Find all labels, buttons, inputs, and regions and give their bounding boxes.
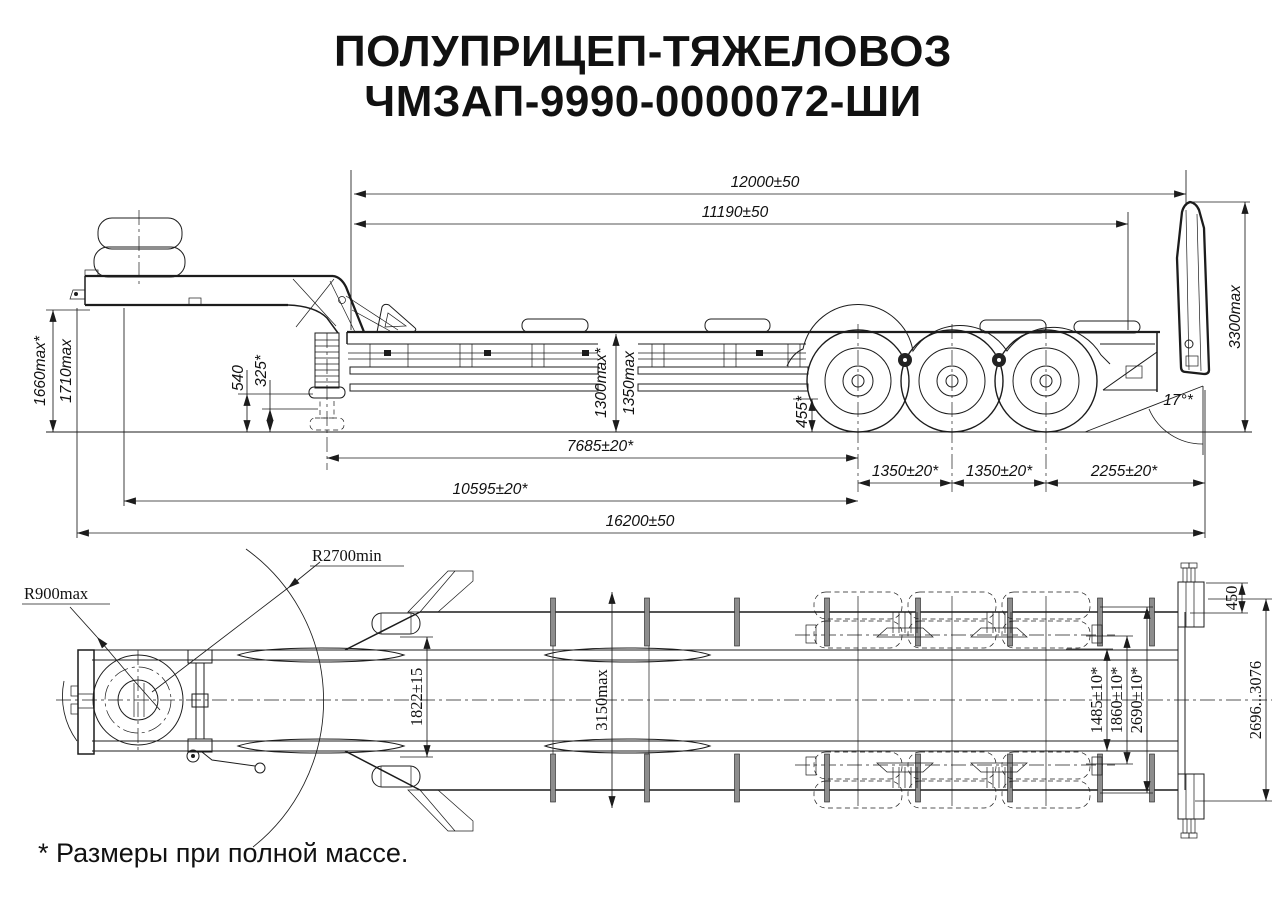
dim-bracket-offset-label: 450	[1222, 586, 1241, 611]
dim-leg-stroke-label: 540	[230, 365, 247, 391]
plan-view: R2700min R900max 1822±15 3150max 1485±10…	[22, 546, 1272, 848]
title-block: ПОЛУПРИЦЕП-ТЯЖЕЛОВОЗ ЧМЗАП-9990-0000072-…	[334, 27, 952, 126]
deck-frame	[346, 303, 1160, 392]
dim-deck-height-laden-label: 1300max*	[593, 347, 610, 418]
rear-brackets	[1177, 562, 1205, 839]
dim-overall-length-label: 16200±50	[606, 513, 675, 530]
gooseneck	[69, 269, 399, 334]
radius-annotations: R2700min R900max	[22, 546, 404, 848]
landing-gear-plan	[186, 649, 266, 774]
kingpin	[92, 654, 184, 746]
dim-frame-clearance-label: 455*	[794, 395, 811, 428]
dim-axle-rear-label: 2255±20*	[1090, 463, 1158, 480]
footnote: * Размеры при полной массе.	[38, 838, 408, 868]
dim-ramp-angle-label: 17°*	[1163, 392, 1193, 409]
title-line1: ПОЛУПРИЦЕП-ТЯЖЕЛОВОЗ	[334, 27, 952, 76]
dim-overall-width-label: 3150max	[592, 669, 611, 731]
dim-axle-spacing2-label: 1350±20*	[966, 463, 1033, 480]
wheel-2	[900, 324, 1004, 492]
dim-top-overall-label: 12000±50	[731, 174, 800, 191]
side-view: 12000±50 11190±50 1660max* 1710max 540 3…	[32, 170, 1252, 538]
dim-leg-clearance-label: 325*	[253, 354, 270, 387]
dim-height-max-label: 1710max	[58, 338, 75, 403]
axles-tires	[805, 591, 1103, 809]
dim-height-min-label: 1660max*	[32, 335, 49, 406]
dim-frame-width-label: 2690±10*	[1127, 667, 1146, 734]
tires-dashed	[813, 591, 1091, 809]
dim-axle-spacing1-label: 1350±20*	[872, 463, 939, 480]
rear-ramp	[1084, 200, 1211, 455]
landing-leg	[308, 332, 346, 470]
dim-axle-track-label: 1860±10*	[1107, 667, 1126, 734]
wheel-3	[994, 324, 1098, 492]
dim-rear-width-range-label: 2696...3076	[1246, 661, 1265, 739]
dim-leg-track-label: 1822±15	[407, 668, 426, 727]
dim-ramp-height-label: 3300max	[1227, 284, 1244, 349]
dim-deck-height-label: 1350max	[621, 350, 638, 415]
plan-frame	[70, 570, 1186, 832]
side-dimensions: 12000±50 11190±50 1660max* 1710max 540 3…	[32, 170, 1250, 538]
dim-front-radius-label: R900max	[24, 584, 89, 603]
plan-dimensions: 1822±15 3150max 1485±10* 1860±10* 2690±1…	[400, 582, 1272, 808]
spare-tires	[93, 210, 186, 286]
dim-spring-track-label: 1485±10*	[1087, 667, 1106, 734]
dim-turning-radius-label: R2700min	[312, 546, 382, 565]
dim-front-axle-label: 10595±20*	[453, 481, 529, 498]
dim-kingpin-axle-label: 7685±20*	[567, 438, 634, 455]
bogie-wheels	[786, 304, 1111, 492]
suspension	[805, 612, 1103, 788]
wheel-1	[806, 324, 910, 492]
dim-top-deck-label: 11190±50	[702, 204, 769, 221]
title-line2: ЧМЗАП-9990-0000072-ШИ	[364, 77, 921, 126]
